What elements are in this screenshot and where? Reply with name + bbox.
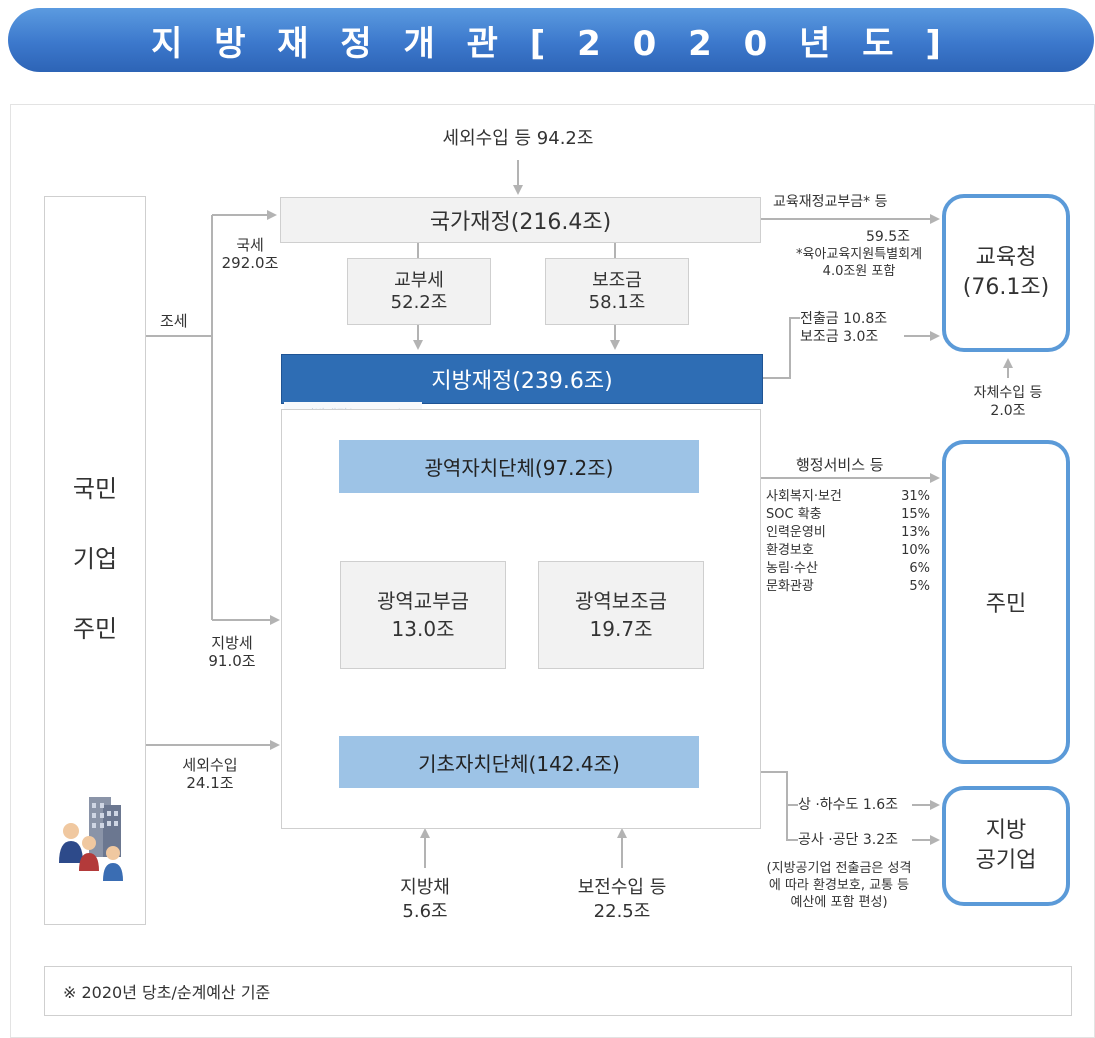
admin-items-list: 사회복지·보건 31% SOC 확충 15% 인력운영비 13% 환경보호 10% 농림…: [766, 488, 930, 596]
admin-item-pct: 5%: [909, 579, 930, 594]
admin-service-label: 행정서비스 등: [796, 456, 884, 474]
corp-note-label: (지방공기업 전출금은 성격 에 따라 환경보호, 교통 등 예산에 포함 편성…: [766, 861, 912, 910]
list-item: 농림·수산 6%: [766, 560, 930, 578]
bond-label: 지방채 5.6조: [400, 877, 450, 922]
page-title: 지 방 재 정 개 관 [ 2 0 2 0 년 도 ]: [8, 8, 1094, 72]
national-tax-label: 국세 292.0조: [221, 236, 279, 272]
reserve-label: 보전수입 등 22.5조: [577, 877, 667, 922]
local-finance-box: 지방재정(239.6조): [281, 354, 763, 404]
education-office-box: 교육청 (76.1조): [942, 194, 1070, 352]
citizens-label-1: 국민: [72, 475, 118, 503]
gyobuse-box: 교부세 52.2조: [347, 258, 491, 325]
list-item: 인력운영비 13%: [766, 524, 930, 542]
national-finance-box: 국가재정(216.4조): [280, 197, 761, 243]
admin-item-label: 문화관광: [766, 579, 814, 594]
bojogeum-box: 보조금 58.1조: [545, 258, 689, 325]
citizens-box: 국민 기업 주민: [44, 196, 146, 925]
admin-item-label: 사회복지·보건: [766, 489, 842, 504]
corp-label: 공사 ·공단 3.2조: [798, 832, 899, 848]
non-tax-label: 세외수입 24.1조: [182, 756, 238, 792]
line-jeonchul: [763, 317, 800, 379]
admin-item-label: 농림·수산: [766, 561, 818, 576]
admin-item-pct: 15%: [901, 507, 930, 522]
metro-subsidy-box: 광역보조금 19.7조: [538, 561, 704, 669]
list-item: SOC 확충 15%: [766, 506, 930, 524]
admin-item-pct: 13%: [901, 525, 930, 540]
sewer-label: 상 ·하수도 1.6조: [798, 797, 899, 813]
citizens-label-3: 주민: [72, 615, 118, 643]
admin-item-pct: 31%: [901, 489, 930, 504]
people-building-icon: [55, 791, 135, 883]
list-item: 사회복지·보건 31%: [766, 488, 930, 506]
edu-transfer-label: 교육재정교부금* 등: [773, 194, 888, 210]
admin-item-pct: 6%: [909, 561, 930, 576]
list-item: 문화관광 5%: [766, 578, 930, 596]
admin-item-label: 인력운영비: [766, 525, 826, 540]
residents-box: 주민: [942, 440, 1070, 764]
edu-note-label: *육아교육지원특별회계 4.0조원 포함: [795, 247, 923, 279]
admin-item-pct: 10%: [901, 543, 930, 558]
jeonchul-label: 전출금 10.8조 보조금 3.0조: [800, 311, 888, 345]
top-income-label: 세외수입 등 94.2조: [442, 128, 594, 149]
basic-local-box: 기초자치단체(142.4조): [339, 736, 699, 788]
admin-item-label: 환경보호: [766, 543, 814, 558]
footnote: ※ 2020년 당초/순계예산 기준: [44, 966, 1072, 1016]
local-corp-box: 지방 공기업: [942, 786, 1070, 906]
local-tax-label: 지방세 91.0조: [208, 634, 256, 670]
citizens-label-2: 기업: [72, 545, 118, 573]
metropolitan-box: 광역자치단체(97.2조): [339, 440, 699, 493]
metro-grant-box: 광역교부금 13.0조: [340, 561, 506, 669]
tax-label: 조세: [160, 312, 188, 330]
self-income-label: 자체수입 등 2.0조: [973, 385, 1043, 419]
list-item: 환경보호 10%: [766, 542, 930, 560]
admin-item-label: SOC 확충: [766, 507, 822, 522]
edu-amount-label: 59.5조: [865, 229, 910, 245]
